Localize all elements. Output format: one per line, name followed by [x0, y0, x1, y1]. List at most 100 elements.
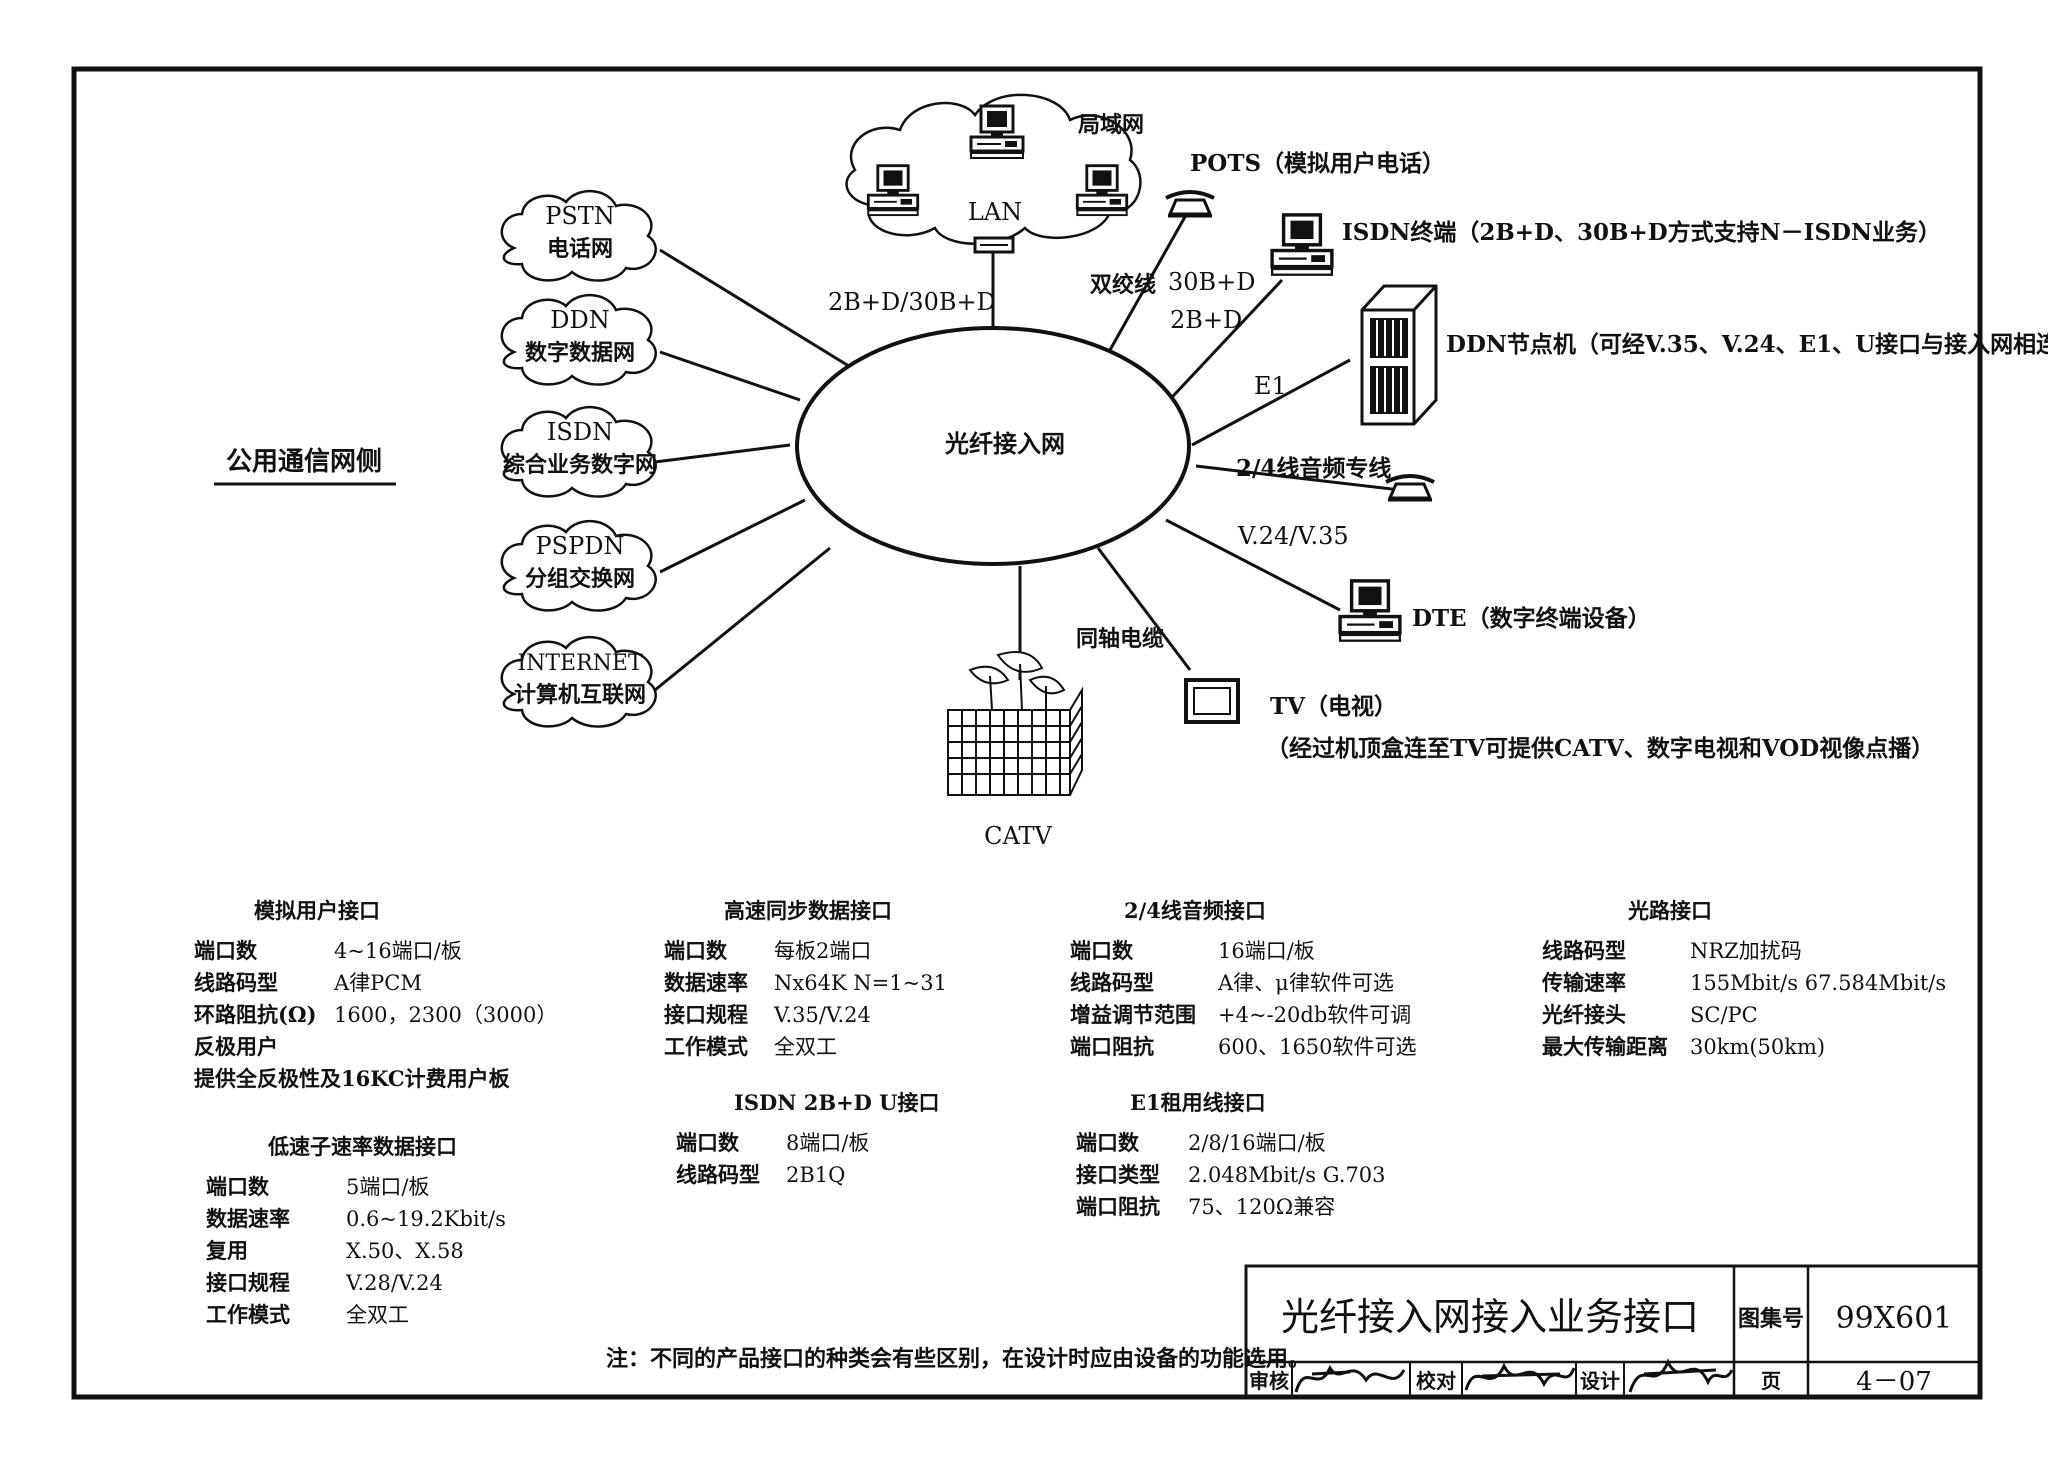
spec-value: 4~16端口/板: [334, 939, 462, 963]
lan-link-label: 2B+D/30B+D: [828, 288, 996, 316]
spec-value: A律PCM: [333, 971, 422, 995]
drawing-title: 光纤接入网接入业务接口: [1281, 1295, 1699, 1339]
spec-value: 5端口/板: [346, 1175, 429, 1199]
e1-link-label: E1: [1254, 372, 1287, 400]
spec-value: 75、120Ω兼容: [1188, 1195, 1335, 1219]
spec-label: 端口数: [676, 1130, 740, 1155]
spec-value: X.50、X.58: [346, 1239, 464, 1263]
ddn-code: DDN: [550, 306, 609, 334]
spec-analog: 模拟用户接口 端口数 4~16端口/板 线路码型 A律PCM 环路阻抗(Ω) 1…: [194, 898, 557, 1091]
twisted-pair-label: 双绞线: [1090, 272, 1156, 298]
cloud-isdn: ISDN 综合业务数字网: [500, 405, 657, 498]
catv-label: CATV: [984, 822, 1052, 850]
isdn-terminal-label: ISDN终端（2B+D、30B+D方式支持N－ISDN业务）: [1342, 219, 1941, 246]
spec-low-speed-title: 低速子速率数据接口: [267, 1134, 457, 1159]
pstn-code: PSTN: [545, 202, 615, 230]
spec-value: 30km(50km): [1690, 1035, 1825, 1059]
lan-caption: 局域网: [1078, 112, 1144, 138]
spec-label: 数据速率: [664, 970, 748, 995]
spec-label: 端口数: [664, 938, 728, 963]
isdn-terminal-pc-icon: [1270, 213, 1334, 277]
spec-value: 2/8/16端口/板: [1188, 1131, 1326, 1155]
outer-border: [71, 66, 1983, 1400]
catv-building-icon: [947, 651, 1083, 796]
spec-value: 8端口/板: [786, 1131, 869, 1155]
internet-code: INTERNET: [517, 651, 643, 676]
spec-value: V.28/V.24: [345, 1271, 443, 1295]
cloud-pspdn: PSPDN 分组交换网: [500, 519, 657, 612]
ddn-node-cabinet-icon: [1360, 284, 1438, 426]
isdn-link-label-2bd: 2B+D: [1170, 306, 1242, 334]
v24-v35-label: V.24/V.35: [1237, 522, 1349, 550]
spec-label: 反极用户: [194, 1034, 278, 1059]
lan-cloud: [845, 93, 1142, 245]
spec-label: 工作模式: [664, 1034, 748, 1059]
spec-label: 数据速率: [206, 1206, 290, 1231]
spec-value: 2.048Mbit/s G.703: [1188, 1163, 1386, 1187]
spec-optical-title: 光路接口: [1627, 898, 1712, 923]
spec-label: 提供全反极性及16KC计费用户板: [194, 1066, 511, 1091]
coax-label: 同轴电缆: [1076, 626, 1164, 652]
spec-low-speed: 低速子速率数据接口 端口数 5端口/板 数据速率 0.6~19.2Kbit/s …: [205, 1134, 506, 1327]
pstn-name: 电话网: [547, 236, 613, 262]
spec-high-speed: 高速同步数据接口 端口数 每板2端口 数据速率 Nx64K N=1~31 接口规…: [664, 898, 947, 1059]
spec-label: 端口阻抗: [1076, 1194, 1160, 1219]
spec-value: 每板2端口: [774, 939, 871, 963]
spec-label: 工作模式: [206, 1302, 290, 1327]
ddn-node-label: DDN节点机（可经V.35、V.24、E1、U接口与接入网相连): [1446, 331, 2048, 358]
footnote: 注：不同的产品接口的种类会有些区别，在设计时应由设备的功能选用。: [606, 1346, 1310, 1372]
spec-label: 最大传输距离: [1542, 1034, 1668, 1059]
spec-value: 600、1650软件可选: [1218, 1035, 1417, 1059]
spec-voice: 2/4线音频接口 端口数 16端口/板 线路码型 A律、μ律软件可选 增益调节范…: [1070, 898, 1417, 1059]
spec-label: 增益调节范围: [1070, 1002, 1196, 1027]
tv-label: TV（电视）: [1270, 693, 1397, 720]
cloud-internet: INTERNET 计算机互联网: [500, 635, 657, 728]
lan-label: LAN: [968, 198, 1022, 226]
spec-value: SC/PC: [1690, 1003, 1758, 1027]
connection-lines: [654, 214, 1401, 692]
pots-phone-icon: [1164, 190, 1216, 218]
spec-label: 线路码型: [676, 1162, 760, 1187]
spec-label: 传输速率: [1541, 970, 1626, 995]
cloud-ddn: DDN 数字数据网: [500, 293, 657, 386]
atlas-number-label: 图集号: [1738, 1306, 1804, 1332]
spec-label: 端口数: [1076, 1130, 1140, 1155]
spec-value: 0.6~19.2Kbit/s: [346, 1207, 506, 1231]
isdn-name: 综合业务数字网: [503, 452, 657, 478]
spec-label: 线路码型: [1070, 970, 1154, 995]
title-block: [1244, 1264, 1982, 1399]
dte-label: DTE（数字终端设备）: [1412, 605, 1651, 632]
isdn-link-label-30bd: 30B+D: [1168, 268, 1256, 296]
spec-label: 端口数: [194, 938, 258, 963]
spec-isdn-u-title: ISDN 2B+D U接口: [734, 1090, 940, 1115]
signature-design: [1628, 1358, 1734, 1393]
isdn-code: ISDN: [547, 418, 613, 446]
pspdn-code: PSPDN: [536, 532, 625, 560]
lan-hub-icon: [973, 236, 1015, 254]
internet-name: 计算机互联网: [514, 682, 646, 708]
spec-voice-title: 2/4线音频接口: [1124, 898, 1266, 923]
spec-label: 接口类型: [1076, 1162, 1160, 1187]
spec-e1-title: E1租用线接口: [1130, 1090, 1266, 1115]
spec-optical: 光路接口 线路码型 NRZ加扰码 传输速率 155Mbit/s 67.584Mb…: [1541, 898, 1946, 1059]
design-label: 设计: [1580, 1369, 1620, 1393]
review-label: 审核: [1249, 1369, 1289, 1393]
spec-label: 端口阻抗: [1070, 1034, 1154, 1059]
atlas-number: 99X601: [1836, 1301, 1953, 1336]
spec-analog-title: 模拟用户接口: [254, 898, 380, 923]
dte-pc-icon: [1338, 579, 1402, 643]
spec-value: 2B1Q: [786, 1163, 845, 1187]
public-network-side-label: 公用通信网侧: [226, 447, 382, 477]
tv-note: （经过机顶盒连至TV可提供CATV、数字电视和VOD视像点播）: [1266, 735, 1934, 762]
spec-label: 线路码型: [194, 970, 278, 995]
tv-icon: [1184, 678, 1240, 724]
spec-e1: E1租用线接口 端口数 2/8/16端口/板 接口类型 2.048Mbit/s …: [1076, 1090, 1386, 1219]
spec-label: 接口规程: [206, 1270, 290, 1295]
spec-label: 复用: [205, 1238, 248, 1263]
voice-line-phone-icon: [1384, 474, 1436, 502]
signature-check: [1464, 1362, 1576, 1391]
spec-label: 光纤接头: [1541, 1002, 1626, 1027]
spec-value: NRZ加扰码: [1690, 939, 1802, 963]
page-number: 4－07: [1856, 1367, 1932, 1397]
